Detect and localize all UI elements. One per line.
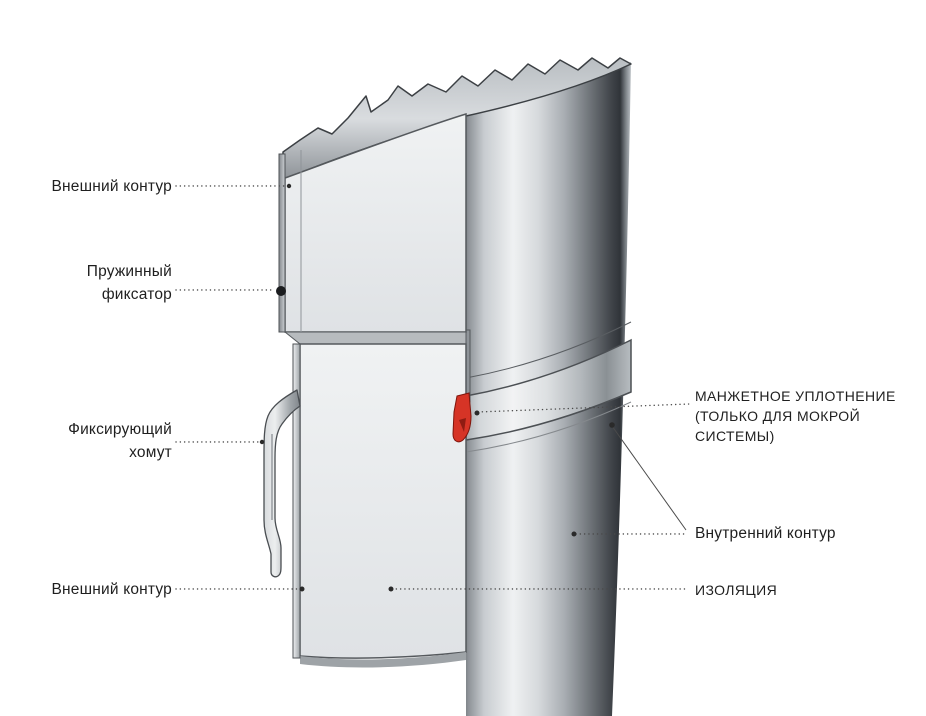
insulation-face-upper [284,112,467,333]
fixing-clamp-shape [263,389,301,578]
label-outer-contour-top: Внешний контур [51,178,172,195]
spring-lock [276,286,286,296]
leader-dots [259,183,615,592]
outer-wall-upper [278,153,286,333]
label-spring-lock: Пружинный фиксатор [86,263,172,303]
leader-inner-contour-diagonal [611,425,687,531]
bottom-rim [300,652,466,668]
outer-wall-lower [292,343,301,659]
leader-cuff-seal [477,403,690,413]
cuff-seal-shadow [459,418,466,432]
socket-lower-crease [465,401,632,453]
insulation-face-lower [299,343,467,659]
leader-lines [175,185,690,590]
label-cuff-seal: МАНЖЕТНОЕ УПЛОТНЕНИЕ (ТОЛЬКО ДЛЯ МОКРОЙ … [695,388,896,444]
socket-band [465,338,632,441]
cuff-seal [452,392,472,443]
label-fixing-clamp: Фиксирующий хомут [68,421,172,461]
label-outer-contour-bottom: Внешний контур [51,581,172,598]
socket-upper-crease [465,321,632,379]
label-insulation: ИЗОЛЯЦИЯ [695,582,778,598]
section-joint [283,331,467,345]
label-inner-contour: Внутренний контур [695,525,836,542]
